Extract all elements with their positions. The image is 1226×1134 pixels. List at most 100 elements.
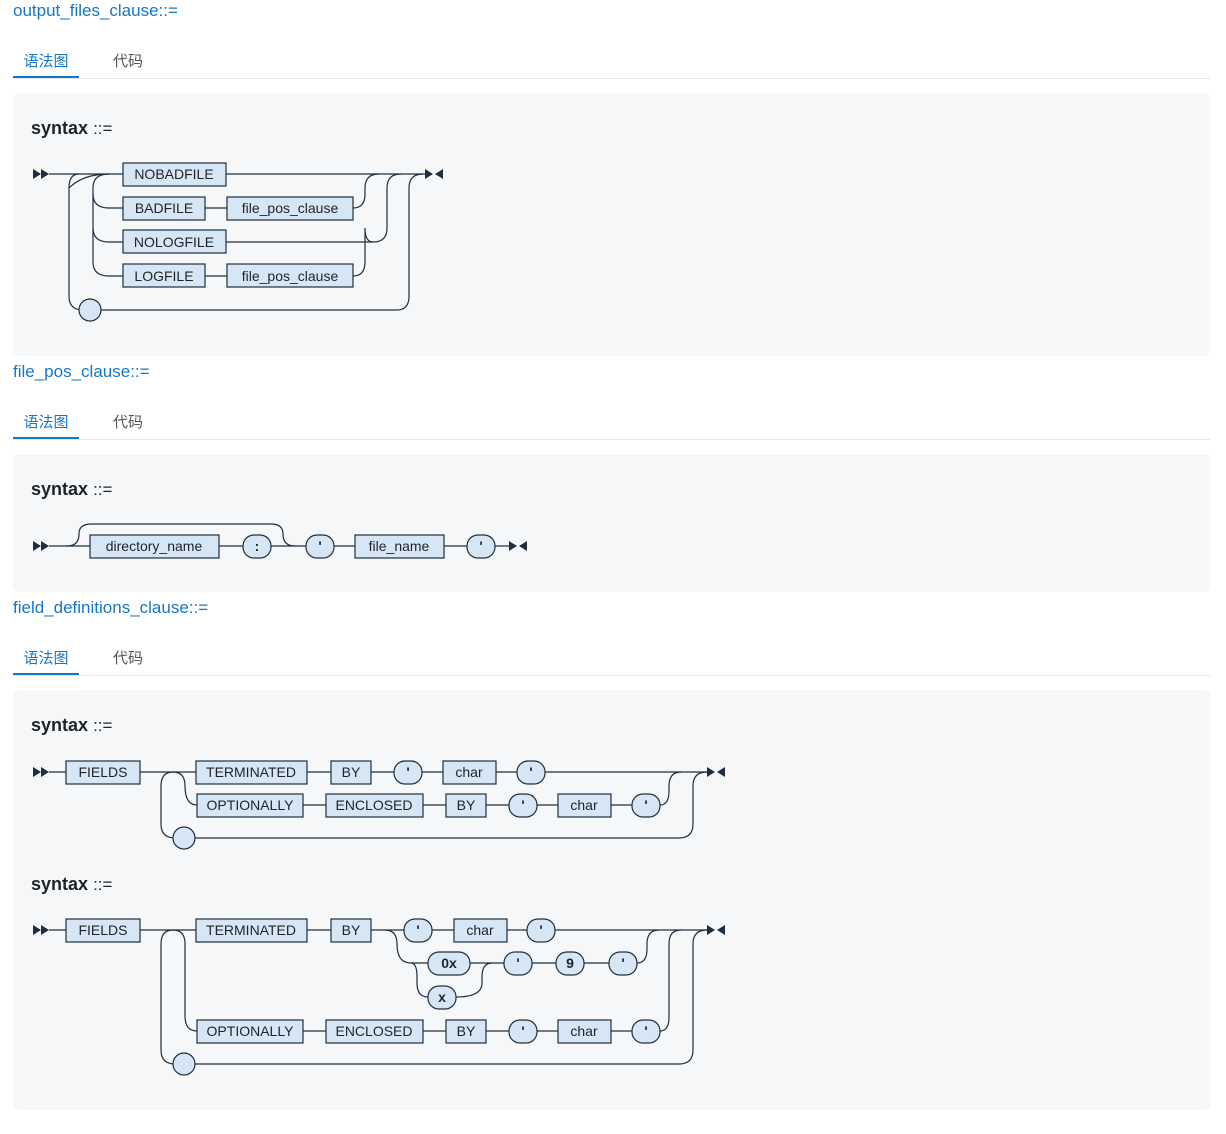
- svg-text:file_name: file_name: [369, 538, 430, 554]
- nonterminal-box: char: [453, 918, 508, 943]
- start-marker: [33, 767, 49, 777]
- railroad-diagram: FIELDS TERMINATED BY ' char: [33, 760, 725, 1076]
- tab-code[interactable]: 代码: [113, 52, 144, 70]
- svg-text:file_pos_clause: file_pos_clause: [242, 200, 339, 216]
- svg-text:directory_name: directory_name: [106, 538, 203, 554]
- keyword-box: FIELDS: [65, 918, 141, 943]
- svg-text:BY: BY: [342, 922, 361, 938]
- view-tabs: 语法图 代码: [13, 46, 1210, 79]
- svg-text:TERMINATED: TERMINATED: [206, 922, 296, 938]
- tab-syntax-diagram[interactable]: 语法图: [13, 46, 79, 78]
- svg-text:': ': [539, 922, 542, 938]
- terminal-token: 0x: [427, 951, 471, 976]
- svg-text:': ': [521, 1023, 524, 1039]
- syntax-label: syntax ::=: [31, 874, 113, 894]
- svg-text:char: char: [466, 922, 494, 938]
- end-marker: [707, 925, 725, 935]
- rule-name-link[interactable]: output_files_clause: [13, 1, 159, 20]
- rule-name-link[interactable]: field_definitions_clause: [13, 598, 189, 617]
- svg-text::: :: [255, 538, 260, 554]
- keyword-box: BY: [445, 793, 487, 818]
- svg-text:BY: BY: [342, 764, 361, 780]
- svg-text:': ': [318, 538, 321, 554]
- syntax-label: syntax ::=: [31, 715, 113, 735]
- terminal-token: 9: [555, 951, 585, 976]
- svg-text:file_pos_clause: file_pos_clause: [242, 268, 339, 284]
- rule-field-definitions-clause: field_definitions_clause::= 语法图 代码 synta…: [13, 597, 1210, 1117]
- nonterminal-box: file_name: [354, 534, 445, 559]
- railroad-diagram: NOBADFILE BADFILE file_pos_clause NOLOGF…: [33, 162, 443, 322]
- svg-text:char: char: [570, 1023, 598, 1039]
- svg-text:x: x: [438, 989, 446, 1005]
- syntax-label: syntax ::=: [31, 479, 113, 499]
- nonterminal-box: char: [442, 760, 497, 785]
- rule-title: file_pos_clause::=: [13, 361, 1210, 383]
- diagram-panel: syntax ::= directory_name : ': [13, 454, 1210, 592]
- end-marker: [707, 767, 725, 777]
- diagram-panel: syntax ::= syntax ::= FIELDS TERMINATED: [13, 690, 1210, 1110]
- terminal-token: ': [508, 1019, 538, 1044]
- svg-text:': ': [529, 764, 532, 780]
- repeat-separator: [172, 1052, 196, 1076]
- tab-code[interactable]: 代码: [113, 413, 144, 431]
- tab-syntax-diagram[interactable]: 语法图: [13, 643, 79, 675]
- terminal-token: ': [503, 951, 533, 976]
- svg-text:BADFILE: BADFILE: [135, 200, 193, 216]
- keyword-box: FIELDS: [65, 760, 141, 785]
- view-tabs: 语法图 代码: [13, 643, 1210, 676]
- svg-text:': ': [644, 797, 647, 813]
- svg-text:': ': [621, 955, 624, 971]
- keyword-box: OPTIONALLY: [196, 1019, 304, 1044]
- railroad-diagram: directory_name : ' file_name ': [33, 523, 527, 559]
- svg-text:OPTIONALLY: OPTIONALLY: [207, 797, 295, 813]
- keyword-box: BADFILE: [122, 196, 206, 221]
- svg-text:': ': [479, 538, 482, 554]
- start-marker: [33, 925, 49, 935]
- nonterminal-box: directory_name: [89, 534, 220, 559]
- start-marker: [33, 541, 49, 551]
- rule-file-pos-clause: file_pos_clause::= 语法图 代码 syntax ::= dir…: [13, 361, 1210, 597]
- svg-text:': ': [416, 922, 419, 938]
- keyword-box: BY: [330, 760, 372, 785]
- svg-text:char: char: [570, 797, 598, 813]
- end-marker: [425, 169, 443, 179]
- keyword-box: ENCLOSED: [325, 793, 424, 818]
- keyword-box: BY: [445, 1019, 487, 1044]
- nonterminal-box: char: [557, 793, 612, 818]
- terminal-token: ': [508, 793, 538, 818]
- terminal-token: ': [631, 793, 661, 818]
- terminal-token: ': [403, 918, 433, 943]
- repeat-separator: [172, 826, 196, 850]
- svg-text:9: 9: [566, 955, 574, 971]
- nonterminal-box: file_pos_clause: [226, 196, 354, 221]
- rule-definition-symbol: ::=: [188, 598, 209, 617]
- view-tabs: 语法图 代码: [13, 407, 1210, 440]
- svg-text:': ': [644, 1023, 647, 1039]
- terminal-token: ': [393, 760, 423, 785]
- rule-name-link[interactable]: file_pos_clause: [13, 362, 131, 381]
- terminal-token: x: [427, 985, 457, 1010]
- svg-text:': ': [516, 955, 519, 971]
- keyword-box: NOBADFILE: [122, 162, 227, 187]
- terminal-token: ': [631, 1019, 661, 1044]
- terminal-token: ': [305, 534, 335, 559]
- svg-text:ENCLOSED: ENCLOSED: [335, 797, 412, 813]
- keyword-box: TERMINATED: [195, 760, 308, 785]
- rule-definition-symbol: ::=: [130, 362, 150, 381]
- keyword-box: LOGFILE: [122, 263, 206, 288]
- svg-text:LOGFILE: LOGFILE: [134, 268, 193, 284]
- nonterminal-box: char: [557, 1019, 612, 1044]
- end-marker: [509, 541, 527, 551]
- nonterminal-box: file_pos_clause: [226, 263, 354, 288]
- svg-text:0x: 0x: [441, 955, 457, 971]
- svg-text:BY: BY: [457, 1023, 476, 1039]
- tab-code[interactable]: 代码: [113, 649, 144, 667]
- rule-definition-symbol: ::=: [158, 1, 178, 20]
- rule-title: field_definitions_clause::=: [13, 597, 1210, 619]
- svg-text:TERMINATED: TERMINATED: [206, 764, 296, 780]
- svg-text:ENCLOSED: ENCLOSED: [335, 1023, 412, 1039]
- tab-syntax-diagram[interactable]: 语法图: [13, 407, 79, 439]
- svg-text:NOBADFILE: NOBADFILE: [134, 166, 213, 182]
- svg-text:FIELDS: FIELDS: [78, 764, 127, 780]
- rule-output-files-clause: output_files_clause::= 语法图 代码 syntax ::=…: [13, 0, 1210, 360]
